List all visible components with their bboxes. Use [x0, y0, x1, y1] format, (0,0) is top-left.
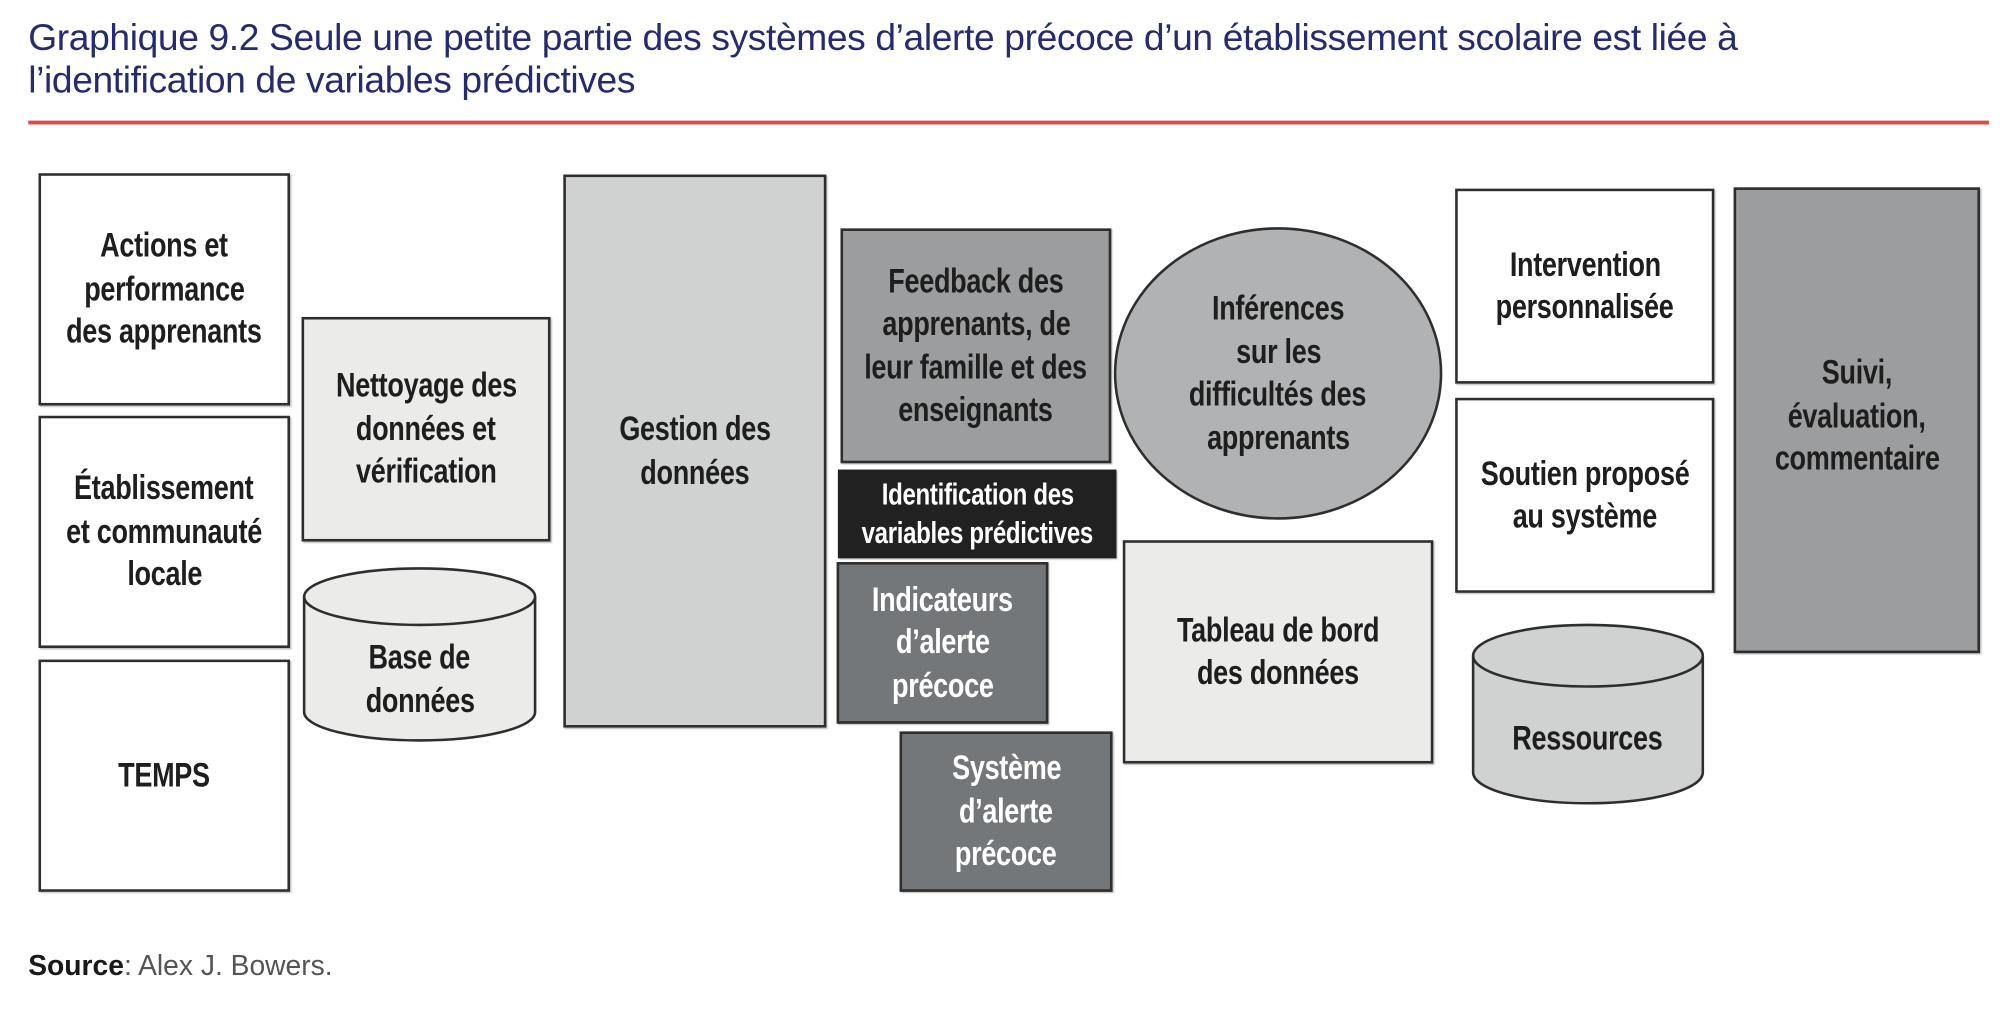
- node-label: Gestion des: [619, 409, 771, 448]
- node-label: Nettoyage des: [335, 366, 517, 405]
- node-intervention: Intervention personnalisée: [1455, 188, 1715, 384]
- node-label: des apprenants: [66, 312, 263, 351]
- cylinder-shape: [1471, 623, 1705, 805]
- node-label: Soutien proposé: [1480, 453, 1690, 493]
- node-label: TEMPS: [118, 755, 211, 794]
- node-label: Inférences: [1211, 288, 1345, 328]
- node-etablissement: Établissement et communauté locale: [38, 415, 291, 649]
- node-inferences-ellipse: Inférences sur les difficultés des appre…: [1113, 226, 1444, 521]
- node-nettoyage: Nettoyage des données et vérification: [301, 316, 551, 542]
- node-label: évaluation,: [1787, 395, 1926, 435]
- node-label: Identification des: [881, 476, 1074, 512]
- node-label: Intervention: [1509, 244, 1661, 283]
- node-label: et communauté: [66, 511, 263, 551]
- node-temps: TEMPS: [38, 659, 291, 892]
- node-label: sur les: [1235, 331, 1321, 371]
- node-label: Indicateurs: [872, 579, 1013, 619]
- node-label: vérification: [355, 452, 497, 491]
- node-label: Base de: [368, 637, 471, 677]
- node-label: d’alerte: [959, 791, 1053, 830]
- node-systeme: Système d’alerte précoce: [899, 731, 1113, 892]
- source-note: Source: Alex J. Bowers.: [28, 950, 332, 983]
- node-label: précoce: [955, 834, 1057, 873]
- node-label: des données: [1197, 653, 1360, 692]
- node-label: performance: [84, 269, 245, 308]
- node-label: d’alerte: [895, 622, 990, 662]
- node-label: au système: [1512, 496, 1658, 536]
- title-line-2: l’identification de variables prédictive…: [28, 60, 636, 102]
- node-gestion: Gestion des données: [563, 174, 827, 728]
- node-label: enseignants: [898, 390, 1054, 429]
- node-label: données: [365, 680, 475, 720]
- node-label: personnalisée: [1495, 287, 1674, 326]
- node-label: Tableau de bord: [1176, 610, 1380, 649]
- node-label: Actions et: [100, 226, 229, 265]
- source-label: Source: [28, 949, 124, 982]
- node-label: Ressources: [1512, 718, 1664, 758]
- source-text: : Alex J. Bowers.: [123, 949, 333, 982]
- node-label: leur famille et des: [864, 347, 1088, 386]
- node-suivi: Suivi, évaluation, commentaire: [1733, 187, 1980, 654]
- node-label: locale: [126, 554, 202, 594]
- node-label: données: [640, 452, 750, 491]
- node-label: Système: [951, 748, 1061, 787]
- node-label: Établissement: [74, 468, 255, 508]
- figure-title: Graphique 9.2 Seule une petite partie de…: [28, 18, 2004, 103]
- node-label: données et: [356, 409, 496, 448]
- node-label: difficultés des: [1189, 374, 1367, 414]
- node-label: variables prédictives: [861, 515, 1093, 550]
- node-ressources-cylinder: Ressources: [1471, 622, 1706, 805]
- node-base-de-donnees-cylinder: Base de données: [302, 566, 538, 743]
- title-line-1: Graphique 9.2 Seule une petite partie de…: [28, 17, 1738, 60]
- title-divider: [28, 120, 1989, 125]
- node-label: précoce: [891, 665, 994, 705]
- node-label: apprenants, de: [881, 304, 1070, 343]
- cylinder-shape: [302, 567, 537, 742]
- ellipse-shape: [1113, 227, 1443, 520]
- node-label: Suivi,: [1821, 352, 1893, 392]
- node-actions: Actions et performance des apprenants: [38, 173, 291, 406]
- node-feedback: Feedback des apprenants, de leur famille…: [840, 228, 1112, 464]
- node-identification: Identification des variables prédictives: [837, 469, 1117, 559]
- node-tableau: Tableau de bord des données: [1122, 540, 1434, 764]
- node-indicateurs: Indicateurs d’alerte précoce: [836, 562, 1049, 724]
- node-label: apprenants: [1206, 417, 1350, 457]
- node-label: Feedback des: [888, 261, 1064, 300]
- node-label: commentaire: [1774, 438, 1940, 478]
- node-soutien: Soutien proposé au système: [1455, 397, 1715, 593]
